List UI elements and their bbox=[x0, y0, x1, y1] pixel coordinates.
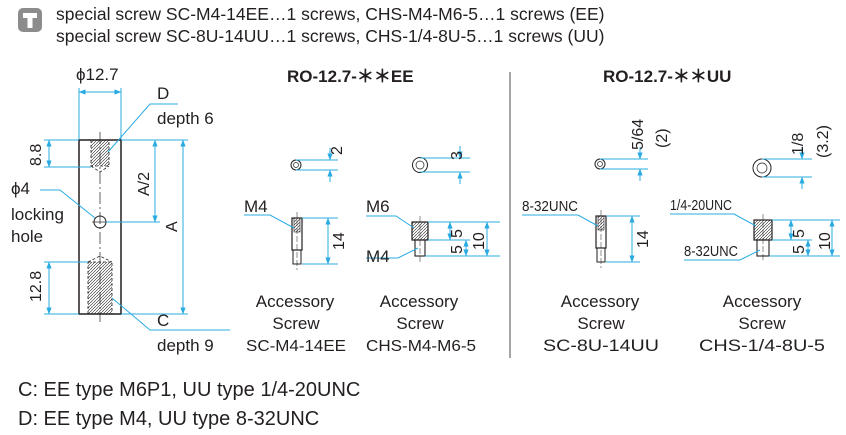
uu-screw2-caption3: CHS-1/4-8U-5 bbox=[699, 336, 825, 355]
uu-screw1-caption3: SC-8U-14UU bbox=[543, 336, 659, 355]
dim-12.8: 12.8 bbox=[28, 271, 45, 302]
ee-screw-1: 2 14 M4 Accessory Screw SC-M4-14EE bbox=[244, 146, 348, 355]
uu-screw2-dim-top: 1/8 bbox=[790, 133, 807, 155]
uu-screw1-dim-top2: (2) bbox=[654, 128, 671, 148]
ee-screw1-caption2: Screw bbox=[272, 314, 320, 333]
ee-screw2-dim-a: 5 bbox=[449, 229, 466, 238]
uu-screw2-thread-top: 1/4-20UNC bbox=[670, 198, 732, 214]
ee-screw2-caption2: Screw bbox=[396, 314, 444, 333]
bottom-thread-hole bbox=[87, 261, 113, 315]
ee-screw2-dim-b: 5 bbox=[449, 245, 466, 254]
dim-A: A bbox=[164, 221, 181, 232]
uu-screw2-dim-a: 5 bbox=[791, 229, 808, 238]
uu-screw1-caption2: Screw bbox=[577, 314, 625, 333]
ee-screw-2: 3 5 5 10 M6 M4 Accessory Screw CHS-M4-M6… bbox=[366, 146, 500, 355]
locking-label: locking bbox=[11, 205, 64, 224]
ee-screw1-caption3: SC-M4-14EE bbox=[246, 338, 346, 355]
header-line-2: special screw SC-8U-14UU…1 screws, CHS-1… bbox=[56, 26, 604, 46]
ee-screw1-thread: M4 bbox=[244, 197, 268, 216]
uu-screw-1: 5/64 (2) 14 8-32UNC Accessory Screw SC-8… bbox=[522, 119, 671, 355]
ee-screw2-thread-bottom: M4 bbox=[366, 247, 390, 266]
uu-screw2-caption2: Screw bbox=[738, 314, 786, 333]
dim-A-half: A/2 bbox=[136, 172, 153, 196]
depth-top-label: depth 6 bbox=[157, 109, 214, 128]
hole-label: hole bbox=[11, 227, 43, 246]
diameter-label: ϕ12.7 bbox=[76, 65, 119, 84]
notes: C: EE type M6P1, UU type 1/4-20UNC D: EE… bbox=[18, 379, 360, 430]
uu-screw2-dim-b: 5 bbox=[791, 245, 808, 254]
uu-screw1-dim-len: 14 bbox=[635, 230, 652, 248]
ee-screw1-caption1: Accessory bbox=[256, 292, 335, 311]
C-label: C bbox=[157, 311, 169, 330]
header: special screw SC-M4-14EE…1 screws, CHS-M… bbox=[18, 4, 604, 46]
note-C: C: EE type M6P1, UU type 1/4-20UNC bbox=[18, 379, 360, 401]
post-body-drawing: ϕ12.7 D depth 6 C depth 9 8.8 ϕ4 locking… bbox=[11, 65, 230, 355]
uu-screw2-dim-c: 10 bbox=[817, 232, 834, 250]
ee-screw1-dim-top: 2 bbox=[329, 146, 346, 155]
uu-screw1-thread: 8-32UNC bbox=[522, 199, 578, 215]
uu-screw2-caption1: Accessory bbox=[723, 292, 802, 311]
screw-hole-icon bbox=[18, 8, 42, 32]
uu-screw2-dim-top2: (3.2) bbox=[815, 125, 832, 158]
ee-screw2-caption3: CHS-M4-M6-5 bbox=[366, 338, 476, 355]
uu-screw1-dim-top: 5/64 bbox=[630, 119, 647, 150]
hole-diameter-label: ϕ4 bbox=[11, 179, 30, 198]
top-thread-hole bbox=[90, 139, 110, 167]
ee-screw2-dim-c: 10 bbox=[471, 232, 488, 250]
section-ee: RO-12.7-＊＊EE 2 14 M4 Accessory Screw SC-… bbox=[244, 67, 500, 355]
D-label: D bbox=[157, 84, 169, 103]
note-D: D: EE type M4, UU type 8-32UNC bbox=[18, 408, 319, 430]
ee-title: RO-12.7-＊＊EE bbox=[287, 67, 414, 86]
dim-8.8: 8.8 bbox=[28, 144, 45, 166]
ee-screw2-dim-top: 3 bbox=[449, 151, 466, 160]
depth-bottom-label: depth 9 bbox=[157, 336, 214, 355]
uu-screw-2: 1/8 (3.2) 5 5 10 1/4-20UNC 8-32UNC Acces… bbox=[670, 125, 840, 355]
uu-screw1-caption1: Accessory bbox=[561, 292, 640, 311]
uu-screw2-thread-bottom: 8-32UNC bbox=[684, 244, 738, 260]
section-uu: RO-12.7-＊＊UU 5/64 (2) 14 8-32UNC Accesso… bbox=[522, 67, 840, 355]
ee-screw1-dim-len: 14 bbox=[331, 232, 348, 250]
header-line-1: special screw SC-M4-14EE…1 screws, CHS-M… bbox=[56, 4, 604, 24]
ee-screw2-caption1: Accessory bbox=[380, 292, 459, 311]
uu-title: RO-12.7-＊＊UU bbox=[603, 67, 731, 86]
ee-screw2-thread-top: M6 bbox=[366, 197, 390, 216]
